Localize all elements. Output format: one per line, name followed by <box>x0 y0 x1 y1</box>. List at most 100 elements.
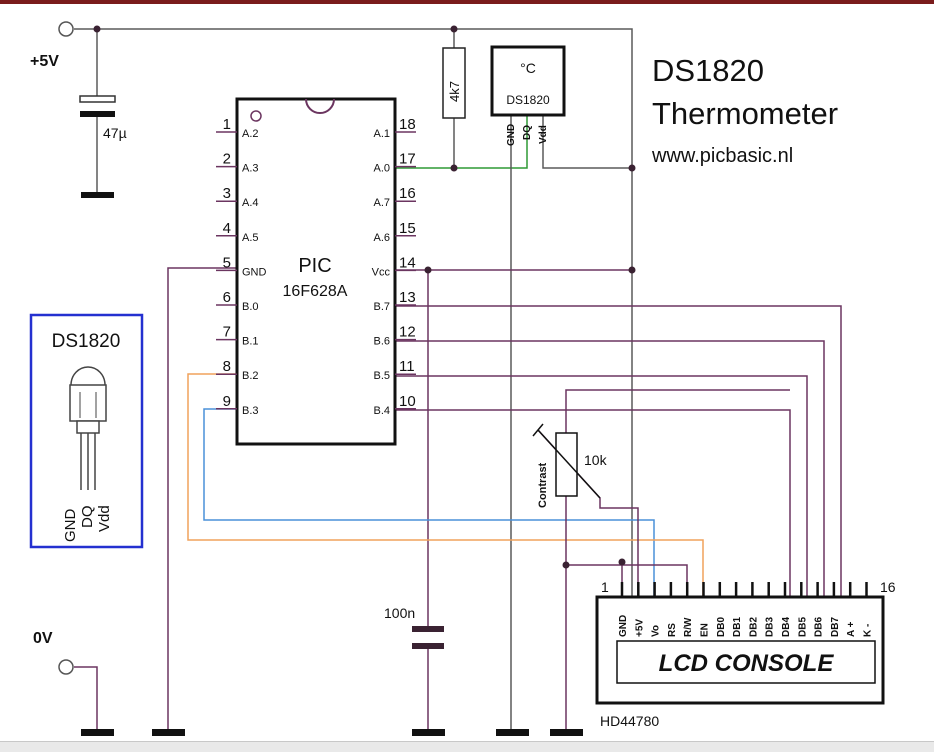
wire-vdd <box>542 116 632 169</box>
lcd-pin-label: DB1 <box>732 617 743 637</box>
pic-pin-label: A.4 <box>242 197 259 209</box>
sensor-name: DS1820 <box>506 93 550 107</box>
label-0v: 0V <box>33 630 53 647</box>
lcd-display-text: LCD CONSOLE <box>659 650 835 677</box>
pic-pin-label: B.3 <box>242 405 259 417</box>
ground-bars <box>81 192 583 736</box>
pic-pin-number: 6 <box>223 289 231 306</box>
ground-bar <box>496 729 529 736</box>
top-frame-bar <box>0 0 934 4</box>
pic-pin-label: B.5 <box>373 370 390 382</box>
ground-bar <box>550 729 583 736</box>
lcd-pin-label: K - <box>863 624 874 637</box>
lcd-pin-label: +5V <box>634 619 645 637</box>
pic-pin-number: 8 <box>223 358 231 375</box>
lcd-pin-label: DB5 <box>797 617 808 637</box>
terminal-5v <box>58 21 74 37</box>
lcd-pin-label: Vo <box>651 625 662 637</box>
capacitor-47u <box>79 95 116 117</box>
wire-b7-db7 <box>395 305 842 597</box>
junction-dot <box>450 25 458 33</box>
pic-chip: PIC 16F628A <box>235 97 397 446</box>
junction-dot <box>628 164 636 172</box>
pic-name: PIC <box>298 255 331 277</box>
sensor-pin-dq: DQ <box>522 125 533 140</box>
pic-pin-number: 13 <box>399 289 416 306</box>
pic-pin-label: B.7 <box>373 301 390 313</box>
pic-pin-number: 7 <box>223 324 231 341</box>
pic-pin-number: 17 <box>399 151 416 168</box>
lcd-pin-label: R/W <box>683 617 694 637</box>
ds1820-sensor: °C DS1820 <box>490 45 566 117</box>
wire-5v-rail <box>74 28 633 597</box>
pic-pin-label: B.6 <box>373 336 390 348</box>
junction-dot <box>424 266 432 274</box>
pic-pin-number: 11 <box>399 358 415 375</box>
lcd-pin-label: DB3 <box>765 617 776 637</box>
pic-pin-label: A.3 <box>242 163 259 175</box>
ground-bar <box>81 729 114 736</box>
lcd-pin-label: DB4 <box>781 617 792 637</box>
sensor-pin-gnd: GND <box>506 124 517 146</box>
sensor-unit: °C <box>520 60 536 76</box>
wire-pot-top <box>565 389 790 433</box>
bottom-frame-bar <box>0 741 934 752</box>
lcd-controller: HD44780 <box>600 713 659 729</box>
resistor-4k7 <box>442 47 466 119</box>
junction-dots <box>93 25 636 569</box>
wire-0v <box>74 666 98 729</box>
pic-pin-number: 2 <box>223 151 231 168</box>
pic-pin-label: Vcc <box>372 266 391 278</box>
ground-bar <box>412 729 445 736</box>
package-pin-dq: DQ <box>79 506 96 529</box>
pic-pin-label: B.1 <box>242 336 259 348</box>
pic-pin-number: 1 <box>223 116 231 133</box>
package-pin-gnd: GND <box>62 509 79 543</box>
wire-b6-db6 <box>395 340 825 597</box>
pic-pin-number: 12 <box>399 324 416 341</box>
capacitor-100n-label: 100n <box>384 605 415 621</box>
terminal-0v <box>58 659 74 675</box>
pic-pin-number: 15 <box>399 220 416 237</box>
pic-pin-label: B.0 <box>242 301 259 313</box>
pic-pin-number: 18 <box>399 116 416 133</box>
lcd-pin-label: RS <box>667 623 678 637</box>
sensor-pin-vdd: Vdd <box>538 125 549 144</box>
capacitor-100n <box>412 626 444 649</box>
lcd-pin-label: EN <box>700 623 711 637</box>
label-5v: +5V <box>30 53 59 70</box>
lcd-pin-label: GND <box>618 615 629 637</box>
pic-pin-number: 16 <box>399 185 416 202</box>
lcd-pin-first: 1 <box>601 579 609 595</box>
pic-pin-number: 14 <box>399 254 416 271</box>
pic-right-pins: 18A.117A.016A.715A.614Vcc13B.712B.611B.5… <box>372 116 416 417</box>
lcd-pin-label: A + <box>846 621 857 637</box>
junction-dot <box>628 266 636 274</box>
pic-pin-number: 3 <box>223 185 231 202</box>
package-pin-vdd: Vdd <box>96 505 113 532</box>
pic-pin-number: 9 <box>223 393 231 410</box>
pic-pin-number: 5 <box>223 254 231 271</box>
package-title: DS1820 <box>52 331 121 352</box>
lcd-module: LCD CONSOLE <box>595 595 885 705</box>
junction-dot <box>618 558 626 566</box>
capacitor-47u-label: 47µ <box>103 125 127 141</box>
wire-b4-db4 <box>395 409 791 597</box>
resistor-4k7-label: 4k7 <box>447 81 462 102</box>
wire-gnd-rw <box>566 564 688 597</box>
pic-pin-label: A.5 <box>242 232 259 244</box>
contrast-potentiometer <box>532 423 601 499</box>
wire-pic-gnd <box>167 267 237 729</box>
title-line2: Thermometer <box>652 96 838 131</box>
wire-b3-rs <box>203 408 655 597</box>
wires <box>74 28 842 729</box>
pic-pin-label: B.2 <box>242 370 259 382</box>
pic-pin-label: B.4 <box>373 405 390 417</box>
lcd-pin-label: DB7 <box>830 617 841 637</box>
ground-bar <box>81 192 114 198</box>
title-url: www.picbasic.nl <box>651 145 793 167</box>
lcd-pin-label: DB0 <box>716 617 727 637</box>
junction-dot <box>93 25 101 33</box>
